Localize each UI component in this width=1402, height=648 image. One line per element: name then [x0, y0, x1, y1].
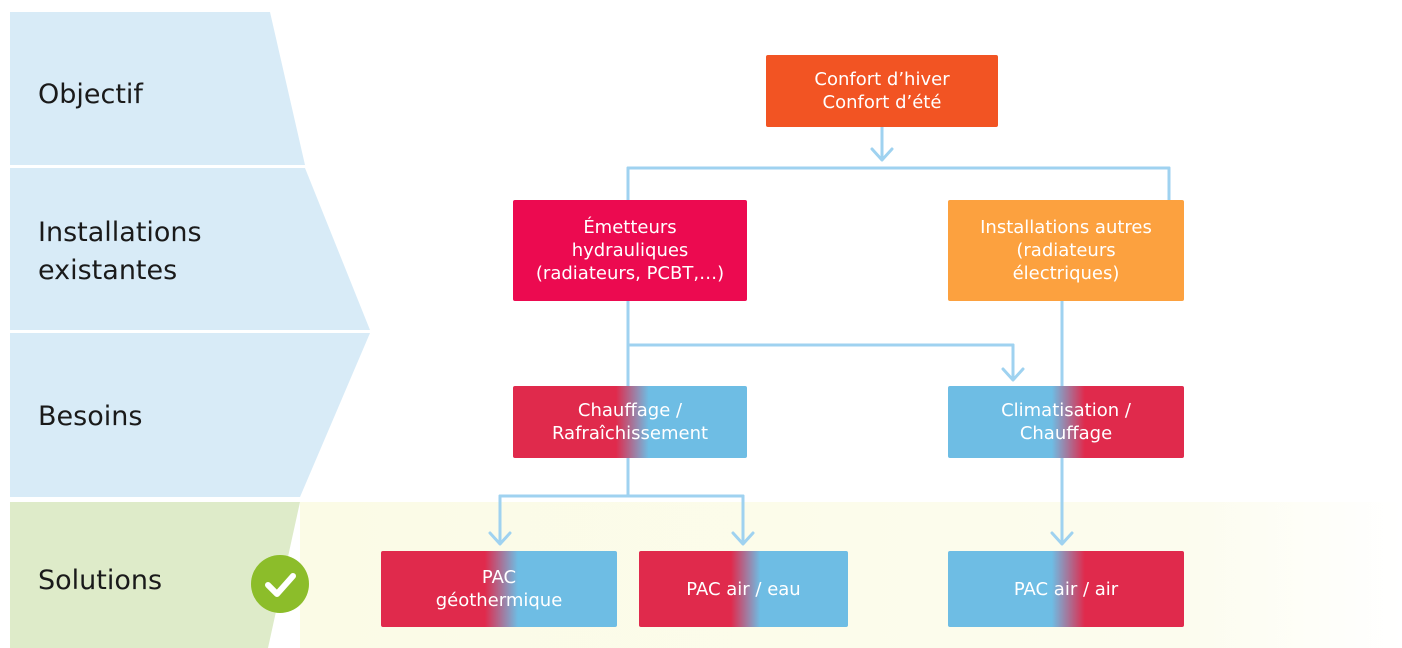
- node-installations-autres: Installations autres (radiateurs électri…: [948, 200, 1184, 301]
- row-label-solutions: Solutions: [38, 565, 163, 596]
- node-emetteurs-text: Émetteurs hydrauliques (radiateurs, PCBT…: [535, 217, 725, 284]
- node-pac-geothermique-text: PAC géothermique: [435, 567, 563, 611]
- band-objectif: [10, 12, 305, 165]
- node-installations-autres-text: Installations autres (radiateurs électri…: [980, 217, 1152, 284]
- node-pac-air-eau-text: PAC air / eau: [686, 578, 801, 600]
- connectors: [488, 125, 1171, 546]
- row-label-besoins: Besoins: [38, 401, 143, 432]
- node-pac-air-eau: PAC air / eau: [639, 551, 848, 627]
- node-climatisation-text: Climatisation / Chauffage: [1001, 400, 1131, 444]
- arrowhead-confort: [870, 147, 894, 162]
- node-climatisation-chauffage: Climatisation / Chauffage: [948, 386, 1184, 458]
- arrowhead-pac-air-eau: [731, 531, 755, 546]
- node-chauffage-rafraichissement: Chauffage / Rafraîchissement: [513, 386, 747, 458]
- node-confort-text: Confort d’hiver Confort d’été: [814, 69, 950, 113]
- band-installations: [10, 168, 370, 330]
- node-chauffage-text: Chauffage / Rafraîchissement: [551, 400, 709, 444]
- node-pac-air-air: PAC air / air: [948, 551, 1184, 627]
- row-label-installations-existantes: Installations existantes: [38, 217, 202, 286]
- node-pac-geothermique: PAC géothermique: [381, 551, 617, 627]
- arrowhead-clim: [1001, 367, 1025, 382]
- node-emetteurs-hydrauliques: Émetteurs hydrauliques (radiateurs, PCBT…: [513, 200, 747, 301]
- arrowhead-pac-geo: [488, 531, 512, 546]
- check-icon: [251, 555, 309, 613]
- arrowhead-pac-air-air: [1050, 531, 1074, 546]
- node-confort: Confort d’hiver Confort d’été: [766, 55, 998, 127]
- row-label-objectif: Objectif: [38, 79, 143, 110]
- band-solutions: [10, 502, 300, 648]
- band-besoins: [10, 333, 370, 497]
- node-pac-air-air-text: PAC air / air: [1013, 578, 1119, 600]
